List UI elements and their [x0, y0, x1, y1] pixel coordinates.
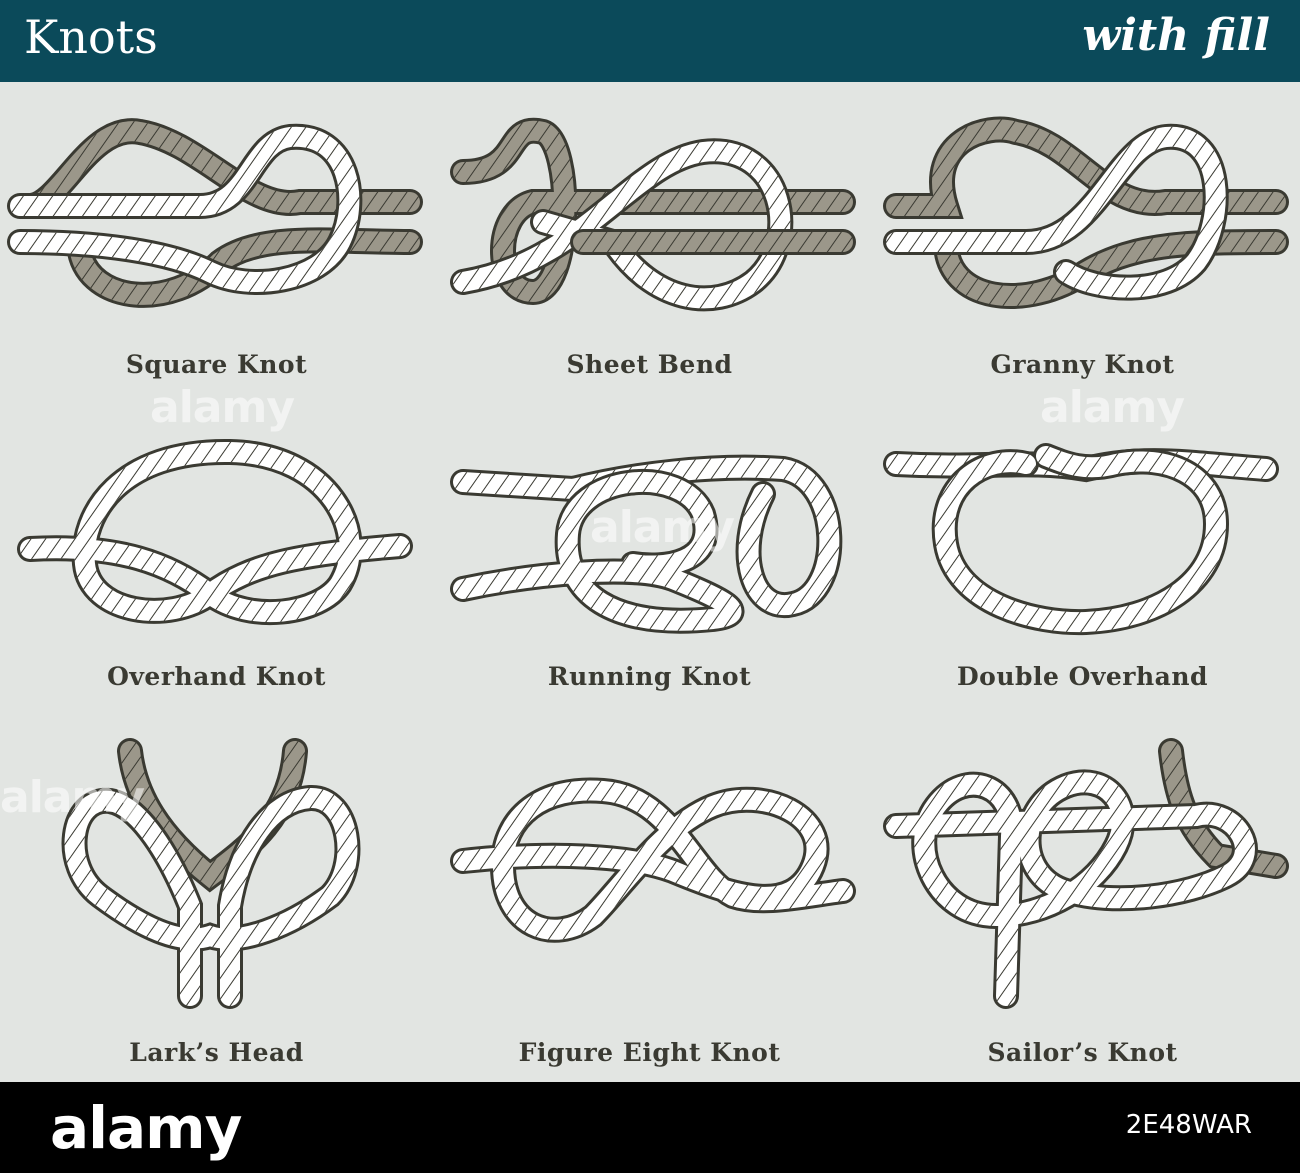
figure-eight-illustration: [450, 777, 856, 943]
knot-label: Running Knot: [547, 662, 752, 691]
knot-cell-larks-head: Lark’s Head: [0, 706, 433, 1067]
knot-label: Square Knot: [125, 350, 308, 379]
larks-head-illustration: [61, 738, 361, 1009]
knot-cell-figure-eight: Figure Eight Knot: [433, 706, 866, 1067]
page-subtitle: with fill: [1082, 10, 1270, 61]
granny-knot-illustration: [883, 116, 1289, 309]
knot-cell-sailors: Sailor’s Knot: [866, 706, 1299, 1067]
knot-cell-overhand: Overhand Knot: [0, 394, 433, 706]
footer-bar: alamy 2E48WAR: [0, 1082, 1300, 1173]
sheet-bend-illustration: [450, 117, 856, 312]
knot-label: Overhand Knot: [107, 662, 326, 691]
knot-cell-sheet-bend: Sheet Bend: [433, 82, 866, 394]
knot-cell-double-overhand: Double Overhand: [866, 394, 1299, 706]
knot-cell-granny: Granny Knot: [866, 82, 1299, 394]
knot-label: Lark’s Head: [129, 1038, 304, 1067]
sailors-knot-illustration: [883, 738, 1289, 1009]
overhand-knot-illustration: [17, 438, 413, 626]
page-title: Knots: [24, 10, 158, 64]
knot-cell-square: Square Knot: [0, 82, 433, 394]
knot-label: Granny Knot: [990, 350, 1175, 379]
knot-cell-running: Running Knot: [433, 394, 866, 706]
knots-panel: Square Knot Sheet Bend: [0, 82, 1300, 1082]
knot-label: Figure Eight Knot: [518, 1038, 781, 1067]
knot-label: Sheet Bend: [566, 350, 733, 379]
brand-logo: alamy: [50, 1094, 242, 1162]
square-knot-illustration: [7, 118, 423, 308]
rope-gray-strand: [17, 118, 423, 308]
knot-label: Double Overhand: [956, 662, 1209, 691]
double-overhand-illustration: [883, 443, 1279, 636]
running-knot-illustration: [450, 454, 843, 634]
rope-white-strand: [7, 123, 363, 295]
image-code: 2E48WAR: [1125, 1110, 1252, 1140]
header-bar: Knots with fill: [0, 0, 1300, 82]
knot-label: Sailor’s Knot: [987, 1038, 1178, 1067]
